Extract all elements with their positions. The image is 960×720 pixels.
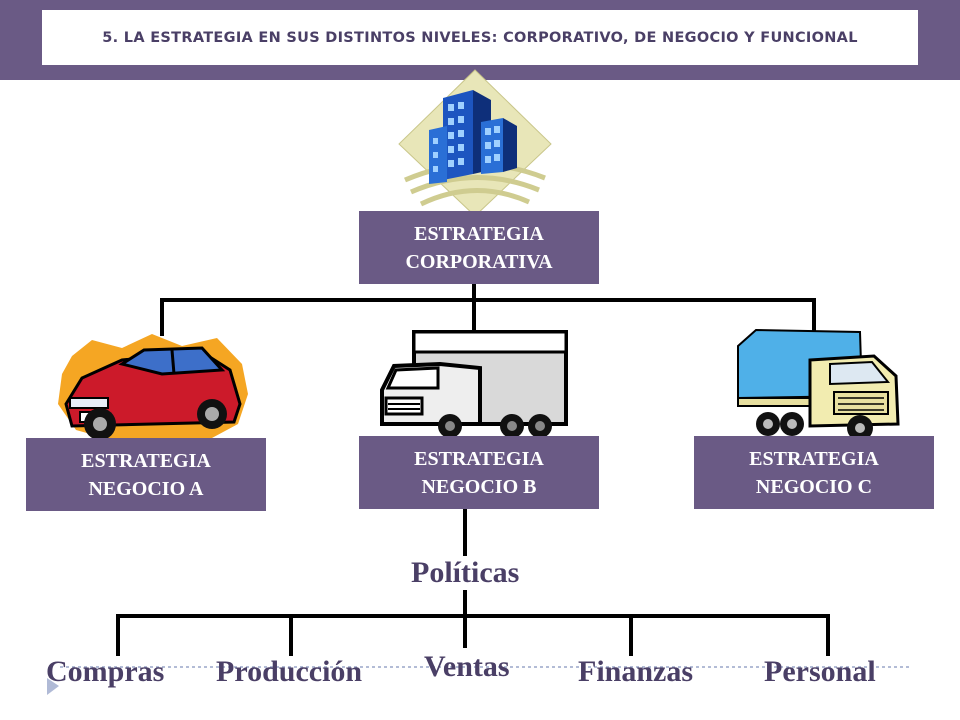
red-car-icon	[58, 334, 248, 444]
corporate-strategy-label: ESTRATEGIA CORPORATIVA	[405, 222, 553, 273]
business-strategy-a-box: ESTRATEGIA NEGOCIO A	[26, 438, 266, 511]
corporate-strategy-box: ESTRATEGIA CORPORATIVA	[359, 211, 599, 284]
function-label-personal: Personal	[764, 655, 876, 688]
business-strategy-b-box: ESTRATEGIA NEGOCIO B	[359, 436, 599, 509]
title-box: 5. LA ESTRATEGIA EN SUS DISTINTOS NIVELE…	[42, 10, 918, 65]
business-strategy-c-box: ESTRATEGIA NEGOCIO C	[694, 436, 934, 509]
function-label-produccion: Producción	[216, 655, 363, 688]
business-strategy-c-label: ESTRATEGIA NEGOCIO C	[749, 447, 879, 498]
function-label-finanzas: Finanzas	[578, 655, 694, 688]
header-bar: 5. LA ESTRATEGIA EN SUS DISTINTOS NIVELE…	[0, 0, 960, 80]
function-label-compras: Compras	[46, 655, 165, 688]
footer-arrow-icon	[47, 678, 59, 695]
office-building-icon	[398, 69, 552, 217]
box-truck-icon	[380, 330, 568, 438]
slide-title: 5. LA ESTRATEGIA EN SUS DISTINTOS NIVELE…	[102, 29, 858, 46]
function-label-ventas: Ventas	[424, 650, 510, 683]
business-strategy-b-label: ESTRATEGIA NEGOCIO B	[414, 447, 544, 498]
business-strategy-a-label: ESTRATEGIA NEGOCIO A	[81, 449, 211, 500]
policies-label: Políticas	[411, 556, 520, 589]
cargo-truck-icon	[737, 328, 900, 441]
